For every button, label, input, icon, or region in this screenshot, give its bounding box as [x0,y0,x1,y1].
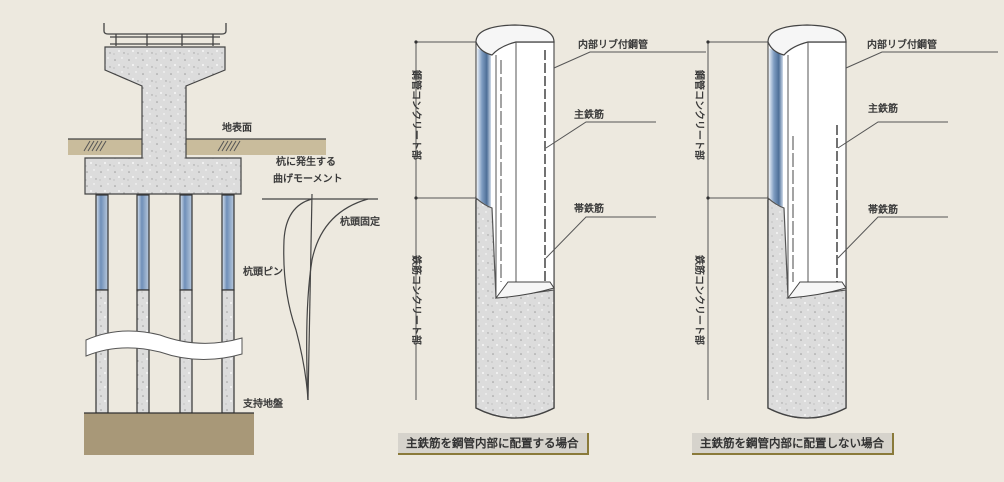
pipe-top-section [475,24,555,56]
callout-hoop-label-right: 帯鉄筋 [868,203,898,216]
callout-leader-hoop [837,216,948,259]
pile-detail-outside [706,24,998,419]
bottom-cut-section [494,281,555,299]
callout-leader-pipe [845,51,998,69]
bridge-pier-diagram: 地表面 支持地盤 杭に発生する 曲げモーメント 杭頭固定 杭頭ピン [68,23,380,455]
steel-shell [477,48,491,207]
callout-pipe-label-right: 内部リブ付鋼管 [867,38,937,51]
caption-right: 主鉄筋を鋼管内部に配置しない場合 [692,433,894,455]
bottom-cut-section [786,281,847,299]
pin-head-curve [283,198,313,401]
bracket-lower-label-right: 鉄筋コンクリート部 [693,255,706,345]
moment-axis [307,193,313,401]
concrete-pile-segment [136,289,150,414]
fixed-head-curve [306,198,369,401]
steel-shell [769,48,783,207]
ground-surface-label: 地表面 [222,121,252,134]
callout-pipe-label-middle: 内部リブ付鋼管 [578,38,648,51]
moment-diagram: 杭に発生する 曲げモーメント 杭頭固定 杭頭ピン [243,155,380,401]
callout-leader-main-rebar [837,121,948,149]
ground-layer [68,139,326,155]
callout-leader-main-rebar [545,121,656,149]
bracket-lower-label-middle: 鉄筋コンクリート部 [410,255,423,345]
callout-hoop-label-middle: 帯鉄筋 [574,202,604,215]
bearing-stratum-label: 支持地盤 [242,397,284,410]
dimension-dot [706,196,710,200]
callout-leader-pipe [553,51,706,69]
pile-detail-inside [414,24,706,419]
caption-middle: 主鉄筋を鋼管内部に配置する場合 [398,433,589,455]
callout-main-rebar-label-right: 主鉄筋 [868,102,898,115]
piles [95,194,235,414]
callout-main-rebar-label-middle: 主鉄筋 [574,108,604,121]
bracket-upper-label-middle: 鋼管コンクリート部 [410,69,423,160]
moment-title-line1: 杭に発生する [276,155,336,168]
steel-pile-segment [136,194,150,291]
dimension-dot [414,40,418,44]
bridge-deck [103,23,227,46]
pile-break-band [85,330,243,360]
dimension-dot [706,40,710,44]
dimension-dot [414,196,418,200]
steel-pile-segment [179,194,193,291]
bracket-upper-label-right: 鋼管コンクリート部 [693,69,706,160]
pile-head-pin-label: 杭頭ピン [243,265,283,278]
pipe-top-section [767,24,847,56]
moment-title-line2: 曲げモーメント [273,172,343,185]
steel-pile-segment [221,194,235,291]
pier-concrete [84,46,242,195]
ground-hatch-icon [83,140,241,152]
callout-leader-hoop [545,216,656,259]
bearing-stratum [84,413,254,455]
steel-pile-segment [95,194,109,291]
pile-head-fixed-label: 杭頭固定 [340,215,380,228]
